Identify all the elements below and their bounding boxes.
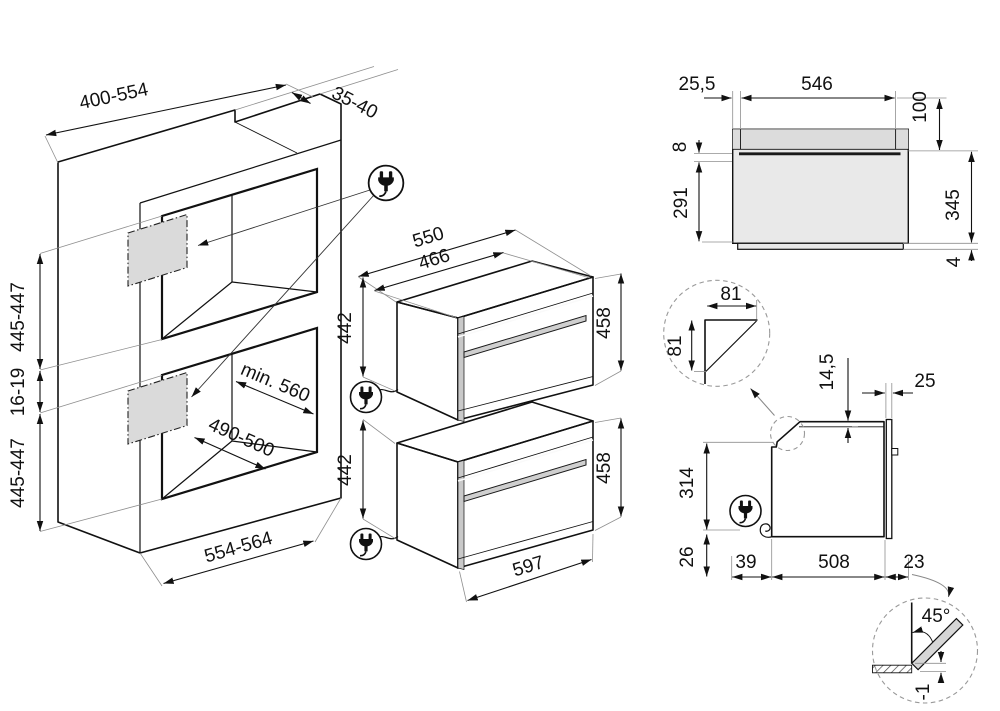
dim-side-body-depth: 508 bbox=[818, 552, 850, 573]
upper-oven-trim-highlight bbox=[457, 295, 594, 338]
power-plug-icon bbox=[349, 527, 383, 561]
dim-upper-oven-body-height: 442 bbox=[335, 312, 356, 344]
side-view-door bbox=[885, 418, 893, 540]
plug-location-arrow-lower bbox=[191, 194, 375, 398]
front-view-base bbox=[737, 242, 904, 250]
cabinet-front-top-edge bbox=[139, 139, 342, 204]
dim-front-left-offset: 25,5 bbox=[679, 74, 716, 95]
oven-side-view: 14,5 25 314 26 39 508 23 bbox=[677, 354, 936, 581]
dim-cabinet-top-width: 400-554 bbox=[78, 79, 151, 114]
upper-oven-door-bevel bbox=[457, 315, 465, 423]
chamfer-detail-leader bbox=[750, 388, 775, 416]
dim-upper-oven-front-height: 458 bbox=[594, 307, 615, 339]
cabinet-top-notch-edge bbox=[234, 121, 298, 154]
front-view-top-band bbox=[732, 129, 909, 150]
chamfer-detail-view: 81 81 bbox=[663, 279, 775, 416]
front-view-dimension-lines bbox=[695, 94, 975, 261]
door-detail-extension-lines bbox=[915, 662, 946, 672]
lower-oven-door-bevel bbox=[457, 459, 465, 571]
chamfer-corner-lines bbox=[704, 319, 758, 384]
oven-upper-view: 550 466 442 458 bbox=[335, 223, 625, 423]
dim-door-drop: -1 bbox=[913, 684, 934, 701]
dim-niche-gap: 16-19 bbox=[8, 368, 29, 417]
dim-front-handle-thickness: 8 bbox=[670, 142, 691, 153]
power-plug-icon bbox=[349, 380, 383, 414]
side-view-cable-curl bbox=[759, 523, 773, 538]
lower-oven-extension-lines bbox=[362, 417, 622, 603]
dim-chamfer-width: 81 bbox=[720, 284, 741, 305]
dim-chamfer-height: 81 bbox=[665, 335, 686, 356]
upper-oven-extension-lines bbox=[358, 229, 622, 392]
lower-oven-door-bottom bbox=[457, 521, 594, 560]
dim-upper-niche-height: 445-447 bbox=[8, 282, 29, 352]
upper-oven-handle bbox=[463, 314, 587, 359]
door-angle-detail-view: 45° -1 bbox=[871, 574, 979, 704]
lower-oven-trim-highlight bbox=[457, 439, 594, 482]
dim-side-top-lip: 14,5 bbox=[817, 354, 838, 391]
door-detail-circle bbox=[871, 597, 979, 704]
plug-location-arrow-upper bbox=[197, 189, 372, 246]
lower-oven-trim-line bbox=[457, 436, 594, 479]
electrical-area-upper bbox=[127, 213, 188, 287]
dim-lower-oven-body-height: 442 bbox=[335, 454, 356, 486]
oven-lower-view: 442 458 597 bbox=[335, 401, 625, 603]
dim-cabinet-rail-depth: 35-40 bbox=[328, 83, 381, 124]
dim-front-top-to-handle: 100 bbox=[910, 91, 931, 123]
electrical-area-lower bbox=[127, 371, 188, 445]
power-plug-icon bbox=[367, 164, 405, 202]
floor-hatch bbox=[872, 664, 913, 674]
dim-front-handle-width: 546 bbox=[801, 74, 833, 95]
front-view-extension-lines bbox=[694, 91, 978, 250]
dim-side-bottom-clearance: 26 bbox=[677, 546, 698, 567]
door-detail-leader bbox=[911, 574, 955, 598]
dim-side-door-thickness: 25 bbox=[914, 371, 935, 392]
chamfer-extension-lines bbox=[694, 300, 758, 372]
door-open-45 bbox=[910, 617, 964, 671]
upper-oven-door-bottom bbox=[457, 376, 594, 412]
dim-lower-oven-front-height: 458 bbox=[594, 452, 615, 484]
side-view-body bbox=[770, 420, 885, 538]
oven-front-view: 25,5 546 100 8 291 345 4 bbox=[670, 74, 978, 267]
dim-front-handle-to-bottom: 291 bbox=[671, 187, 692, 219]
dim-side-front-clearance: 39 bbox=[735, 552, 756, 573]
power-plug-icon bbox=[729, 494, 762, 528]
cabinet-dimension-lines bbox=[36, 83, 314, 585]
lower-oven-dimension-lines bbox=[359, 418, 625, 602]
lower-oven-side bbox=[396, 442, 459, 569]
dim-lower-niche-height: 445-447 bbox=[8, 438, 29, 508]
chamfer-diagonal bbox=[705, 320, 757, 372]
dim-door-open-angle: 45° bbox=[922, 606, 951, 627]
upper-oven-dimension-lines bbox=[358, 229, 625, 377]
dim-side-door-clearance: 23 bbox=[903, 552, 924, 573]
dim-side-rear-height: 314 bbox=[677, 467, 698, 499]
side-view-extension-lines bbox=[703, 383, 909, 580]
upper-oven-side bbox=[396, 301, 459, 421]
side-view-dimension-lines bbox=[703, 358, 913, 581]
upper-oven-trim-line bbox=[457, 292, 594, 335]
side-view-handle bbox=[891, 448, 899, 456]
dim-front-body-height: 345 bbox=[943, 189, 964, 221]
lower-oven-handle bbox=[463, 458, 587, 503]
dim-front-base-height: 4 bbox=[944, 256, 965, 267]
chamfer-highlight-circle bbox=[769, 415, 806, 452]
dim-lower-oven-front-width: 597 bbox=[510, 552, 546, 581]
chamfer-detail-circle bbox=[663, 279, 771, 387]
angle-arc bbox=[912, 626, 934, 643]
upper-niche-interior bbox=[161, 194, 318, 340]
